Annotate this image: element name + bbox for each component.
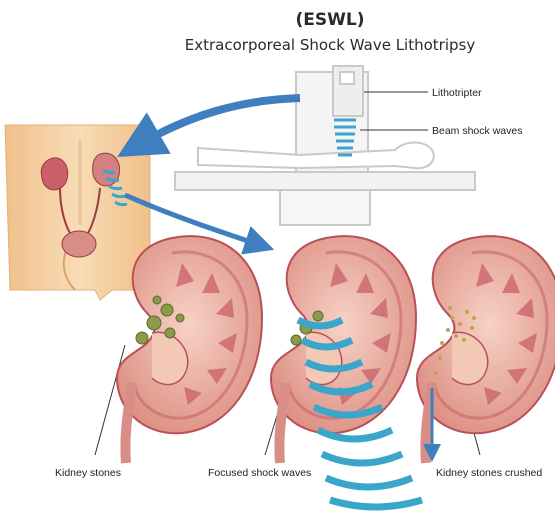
lithotripter-table [175, 66, 475, 225]
body-illustration [5, 125, 150, 300]
label-lithotripter: Lithotripter [432, 87, 482, 99]
kidney-stones-crushed [417, 236, 555, 463]
label-beam-shock-waves: Beam shock waves [432, 125, 522, 137]
subtitle: Extracorporeal Shock Wave Lithotripsy [185, 36, 476, 54]
title: (ESWL) [296, 10, 365, 30]
label-kidney-stones-crushed: Kidney stones crushed [436, 467, 542, 479]
label-focused-shock-waves: Focused shock waves [208, 467, 311, 479]
label-kidney-stones: Kidney stones [55, 467, 121, 479]
kidney-with-stones [117, 236, 262, 463]
arrow-to-body-icon [138, 98, 300, 145]
kidney-focused-waves [271, 236, 416, 463]
